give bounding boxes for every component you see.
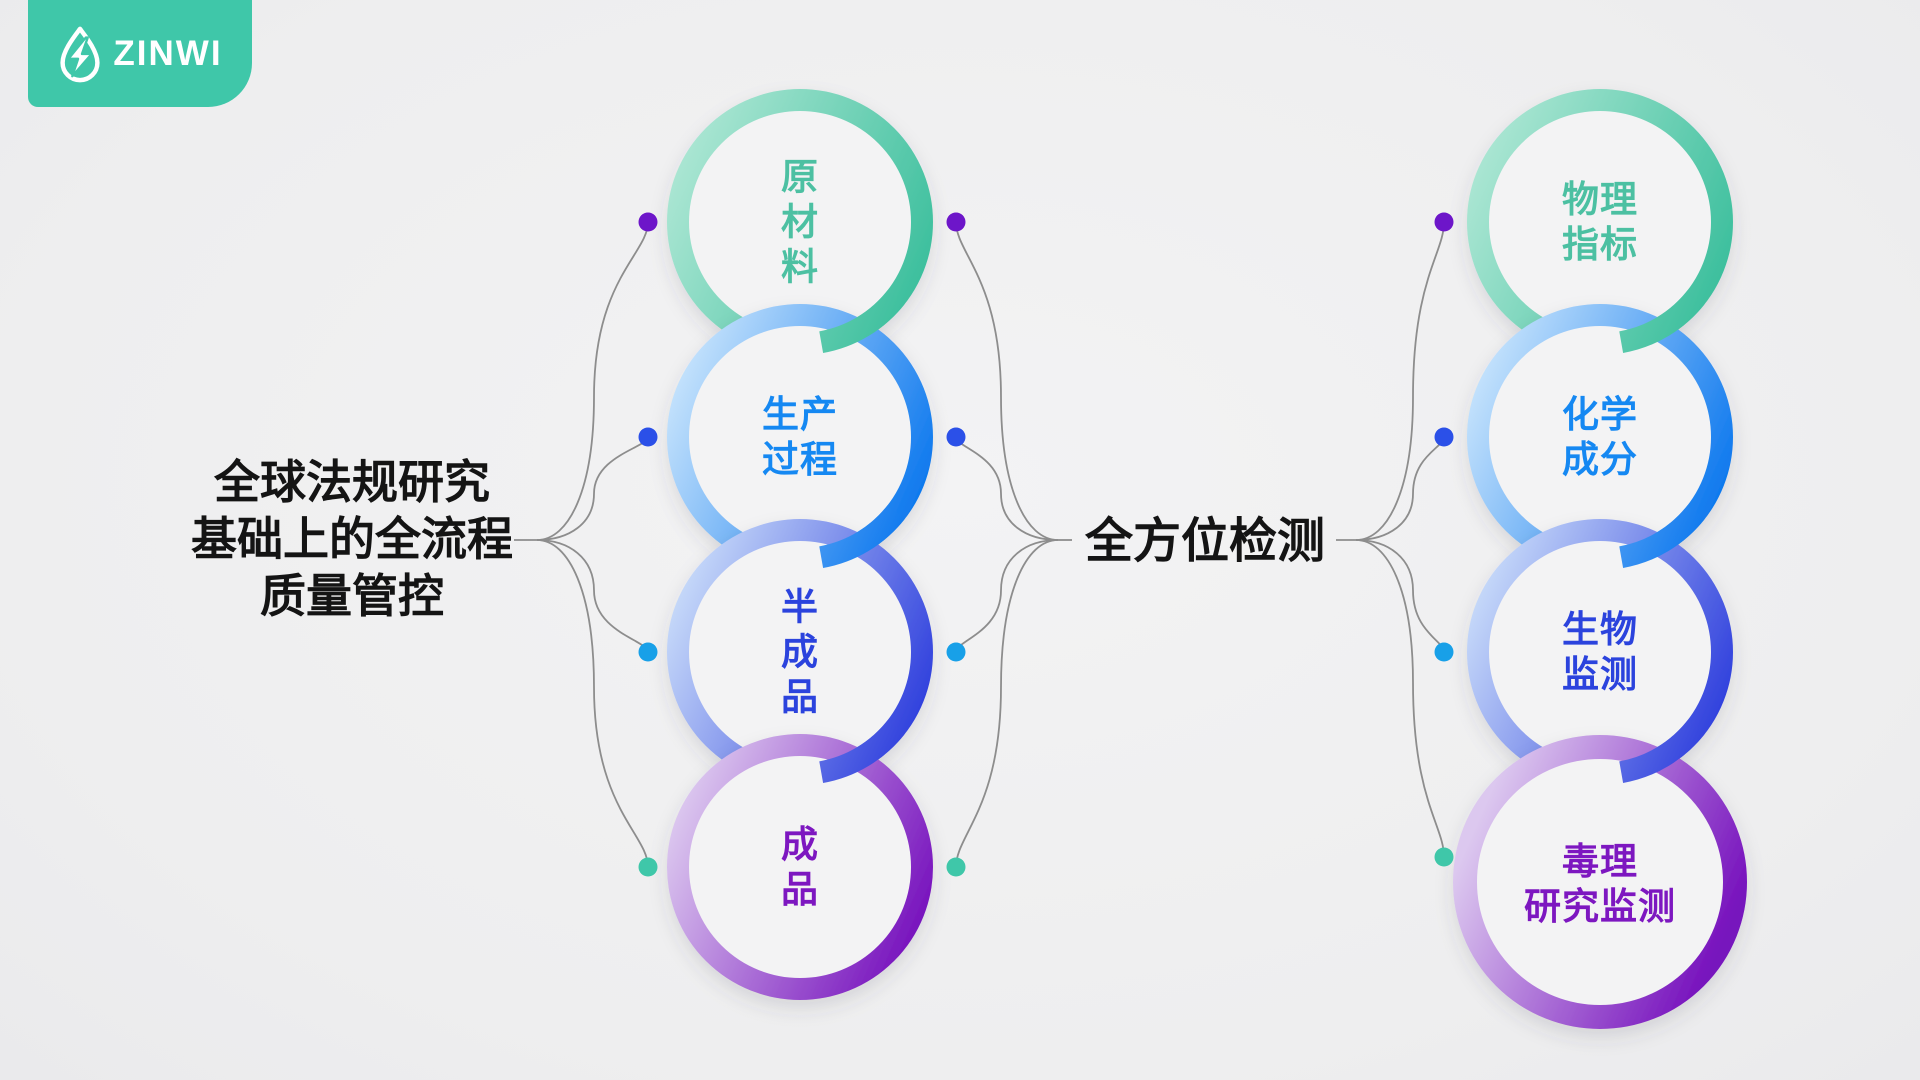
ring-weave-right-3 <box>1618 720 1705 783</box>
connector-curve-middle-2 <box>955 436 1059 541</box>
connector-curves <box>514 221 1445 868</box>
node-label-production-process: 生产 过程 <box>762 394 838 480</box>
node-label-biological-monitoring: 生物 监测 <box>1562 609 1638 695</box>
ring-weave-left-3 <box>818 720 905 783</box>
connector-dot-row-2 <box>946 427 966 447</box>
node-label-chemical-composition: 化学 成分 <box>1562 394 1638 480</box>
water-drop-icon <box>60 26 101 82</box>
brand-logo: ZINWI <box>28 0 252 107</box>
connector-dot-row-1 <box>638 212 658 232</box>
connector-dot-row-3 <box>1434 642 1454 662</box>
connector-dot-row-3 <box>638 642 658 662</box>
node-label-toxicology-monitoring: 毒理 研究监测 <box>1524 841 1676 927</box>
node-label-finished-product: 成 品 <box>781 824 819 910</box>
connector-curve-right-4 <box>1355 539 1445 858</box>
ring-weave-left-2 <box>818 505 905 568</box>
ring-weave-right-1 <box>1618 290 1705 353</box>
connector-curve-left-1 <box>536 221 649 541</box>
center-headline: 全方位检测 <box>1084 515 1325 568</box>
connector-curve-right-2 <box>1355 436 1445 541</box>
connector-dots <box>638 212 1454 877</box>
connector-curve-right-3 <box>1355 539 1445 653</box>
connector-dot-row-4 <box>638 857 658 877</box>
node-label-semi-finished: 半 成 品 <box>781 586 819 718</box>
ring-right-4 <box>1453 735 1747 1029</box>
connector-dot-row-1 <box>946 212 966 232</box>
connector-dot-row-1 <box>1434 212 1454 232</box>
connector-dot-row-2 <box>1434 427 1454 447</box>
connector-curve-middle-4 <box>955 539 1059 868</box>
ring-weave-left-1 <box>818 290 905 353</box>
left-headline: 全球法规研究 基础上的全流程 质量管控 <box>191 456 513 622</box>
connector-curve-left-4 <box>536 539 649 868</box>
ring-left-4 <box>667 734 933 1000</box>
connector-curve-left-2 <box>536 436 649 541</box>
node-label-physical-index: 物理 指标 <box>1562 179 1638 265</box>
connector-curve-right-1 <box>1355 221 1445 541</box>
connector-curve-middle-3 <box>955 539 1059 653</box>
logo-wordmark: ZINWI <box>113 33 223 73</box>
connector-dot-row-2 <box>638 427 658 447</box>
connector-curve-middle-1 <box>955 221 1059 541</box>
connector-dot-row-3 <box>946 642 966 662</box>
node-label-raw-materials: 原 材 料 <box>781 156 819 288</box>
ring-weave-right-2 <box>1618 505 1705 568</box>
connector-dot-row-4 <box>1434 847 1454 867</box>
connector-curve-left-3 <box>536 539 649 653</box>
connector-dot-row-4 <box>946 857 966 877</box>
